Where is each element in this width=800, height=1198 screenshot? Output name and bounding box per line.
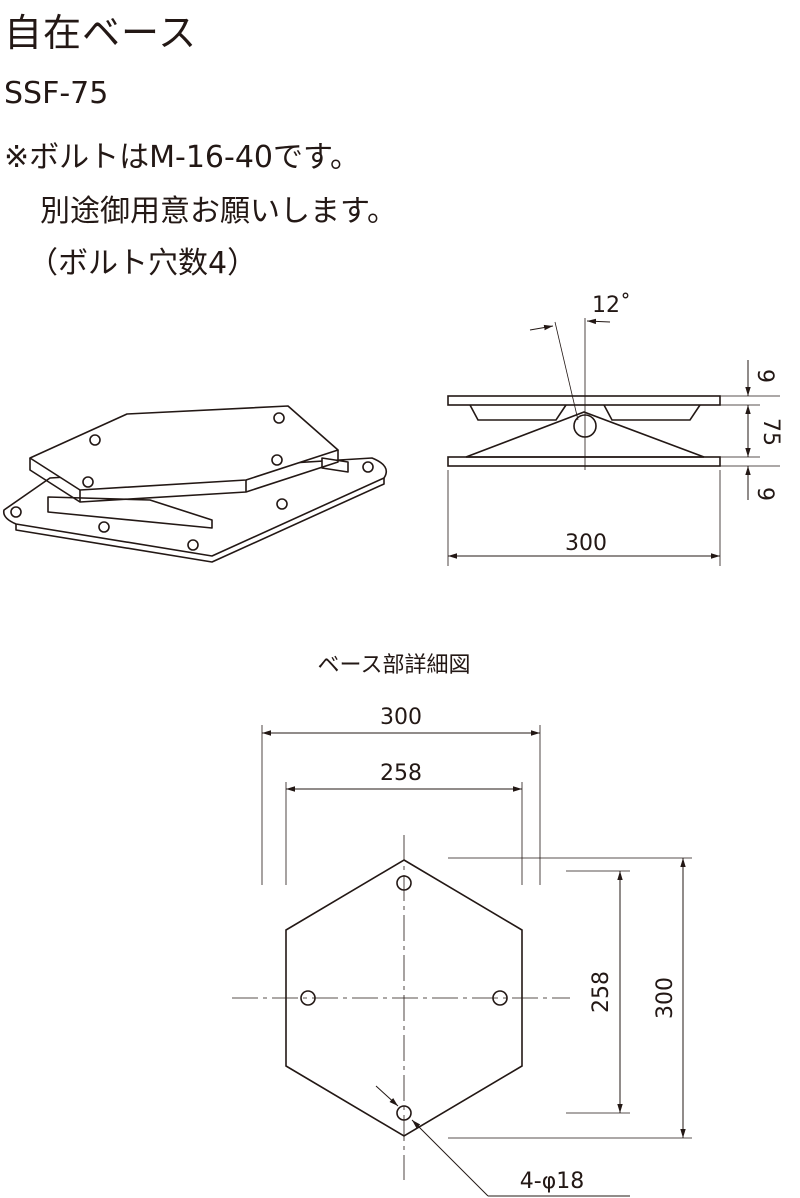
iso-rib-back [321,457,349,473]
isometric-view [2,405,388,563]
bolt-hole-spec-label: 4-φ18 [520,1169,584,1194]
base-detail-view [232,725,692,1197]
side-view [447,318,780,566]
angle-label: 12˚ [592,293,631,318]
bolt-note-supply: 別途御用意お願いします。 [40,194,397,229]
height-label: 75 [758,418,783,446]
page-title: 自在ベース [4,11,198,55]
base-outer-width-label: 300 [380,705,422,730]
side-top-plate [447,395,721,406]
bolt-note: ※ボルトはM-16-40です。 [4,140,361,175]
model-number: SSF-75 [4,76,109,111]
bottom-thickness-label: 9 [752,487,777,501]
base-detail-caption: ベース部詳細図 [318,653,471,678]
side-bottom-plate [447,456,721,467]
base-hole-span-x-label: 258 [380,761,422,786]
top-thickness-label: 9 [752,369,777,383]
side-width-label: 300 [565,531,607,556]
base-hole-span-y-label: 258 [589,971,614,1013]
base-outer-height-label: 300 [653,977,678,1019]
bolt-hole-count: （ボルト穴数4） [28,246,258,281]
